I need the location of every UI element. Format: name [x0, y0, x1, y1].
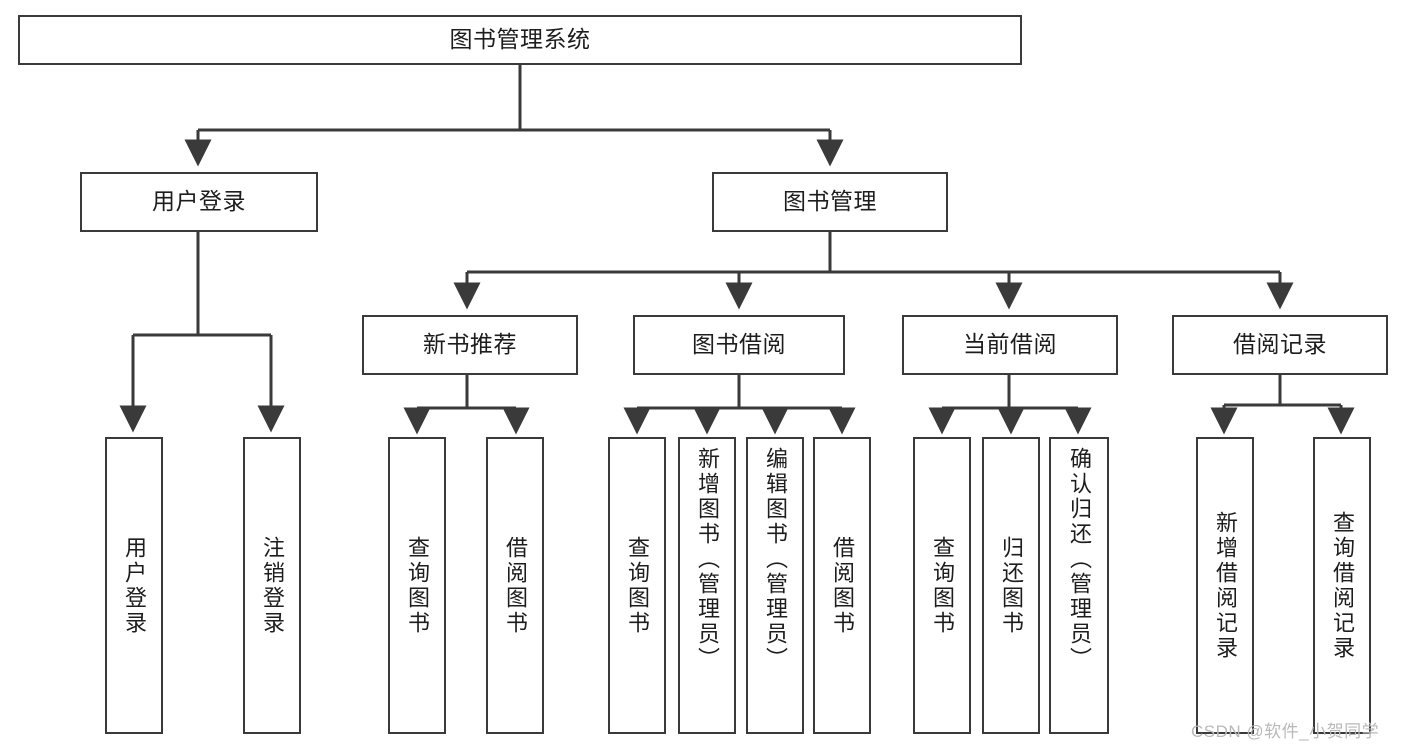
node-label: 当前借阅 — [963, 331, 1057, 358]
node-leaf-borrow-book-recommendation[interactable]: 借阅图书 — [486, 437, 544, 734]
node-label: 编辑图书（管理员） — [763, 447, 788, 672]
node-label: 新增借阅记录 — [1213, 510, 1238, 661]
node-label: 用户登录 — [122, 535, 147, 636]
node-user-login[interactable]: 用户登录 — [80, 172, 318, 232]
node-label: 图书借阅 — [692, 331, 786, 358]
node-label: 用户登录 — [152, 188, 246, 215]
node-label: 确认归还（管理员） — [1067, 447, 1092, 672]
csdn-watermark: CSDN @软件_小贺同学 — [1191, 722, 1380, 741]
node-label: 新增图书（管理员） — [695, 447, 720, 672]
node-leaf-edit-book-admin[interactable]: 编辑图书（管理员） — [746, 437, 804, 734]
node-label: 注销登录 — [260, 535, 285, 636]
node-label: 图书管理 — [783, 188, 877, 215]
node-label: 查询图书 — [625, 535, 650, 636]
node-label: 归还图书 — [999, 535, 1024, 636]
node-leaf-add-borrow-record[interactable]: 新增借阅记录 — [1196, 437, 1254, 734]
node-leaf-return-book[interactable]: 归还图书 — [982, 437, 1040, 734]
node-book-management[interactable]: 图书管理 — [712, 172, 948, 232]
node-label: 查询图书 — [930, 535, 955, 636]
node-label: 新书推荐 — [423, 331, 517, 358]
node-leaf-query-book-borrowing[interactable]: 查询图书 — [608, 437, 666, 734]
node-leaf-add-book-admin[interactable]: 新增图书（管理员） — [678, 437, 736, 734]
node-root-book-management-system[interactable]: 图书管理系统 — [18, 15, 1022, 65]
node-label: 借阅记录 — [1233, 331, 1327, 358]
node-leaf-borrow-book-borrowing[interactable]: 借阅图书 — [813, 437, 871, 734]
node-label: 借阅图书 — [830, 535, 855, 636]
node-borrowing-record[interactable]: 借阅记录 — [1172, 315, 1388, 375]
node-current-borrowing[interactable]: 当前借阅 — [902, 315, 1118, 375]
node-label: 查询借阅记录 — [1330, 510, 1355, 661]
node-label: 查询图书 — [405, 535, 430, 636]
node-leaf-confirm-return-admin[interactable]: 确认归还（管理员） — [1049, 437, 1109, 734]
node-label: 借阅图书 — [503, 535, 528, 636]
node-new-book-recommendation[interactable]: 新书推荐 — [362, 315, 578, 375]
node-leaf-query-borrow-record[interactable]: 查询借阅记录 — [1313, 437, 1371, 734]
node-book-borrowing[interactable]: 图书借阅 — [633, 315, 845, 375]
node-leaf-query-book-recommendation[interactable]: 查询图书 — [388, 437, 446, 734]
node-leaf-user-login[interactable]: 用户登录 — [105, 437, 163, 734]
node-label: 图书管理系统 — [449, 26, 591, 53]
node-leaf-user-logout[interactable]: 注销登录 — [243, 437, 301, 734]
node-leaf-query-book-current[interactable]: 查询图书 — [913, 437, 971, 734]
